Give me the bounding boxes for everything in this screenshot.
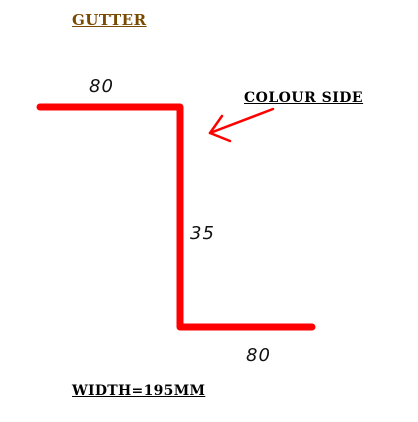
dimension-top-label: 80 [89, 76, 114, 97]
width-note: WIDTH=195MM [72, 383, 206, 399]
dimension-middle-label: 35 [190, 223, 215, 244]
diagram-title: GUTTER [72, 11, 147, 29]
dimension-bottom-label: 80 [246, 345, 271, 366]
colour-side-label: COLOUR SIDE [244, 90, 364, 106]
gutter-profile-line [36, 103, 316, 331]
colour-side-arrow-head [208, 114, 232, 143]
colour-side-arrow-shaft [208, 107, 275, 135]
